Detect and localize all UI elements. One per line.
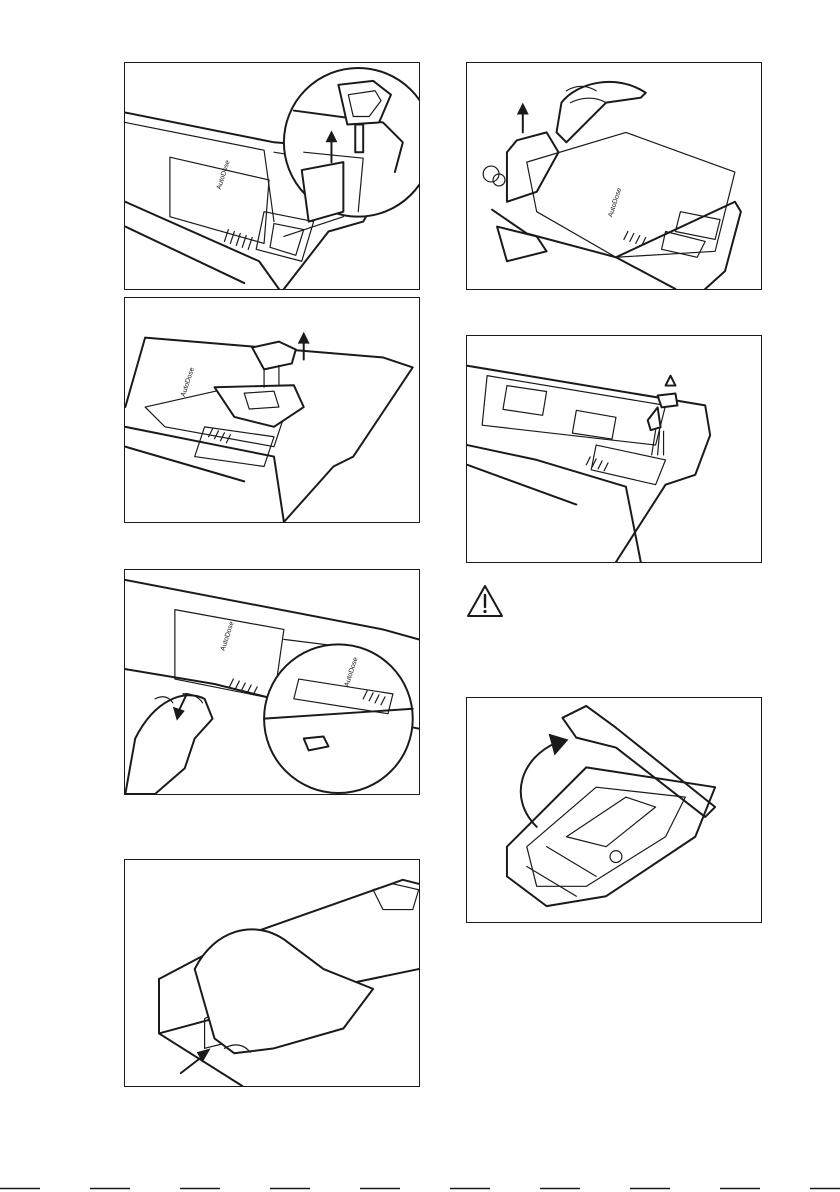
warning-triangle-icon [466, 584, 504, 618]
container-lid-open-illustration [467, 698, 761, 922]
illustration-reinsert-drawer [124, 859, 420, 1087]
arrow-right-icon [181, 1048, 211, 1073]
drawer-cup-lift-illustration: AutoDose [125, 298, 419, 522]
arrow-up-icon [517, 103, 529, 133]
autodose-logo: AutoDose [216, 159, 232, 190]
illustration-open-lid [466, 697, 762, 923]
autodose-logo: AutoDose [180, 367, 196, 398]
illustration-remove-dispenser-cup: AutoDose [124, 62, 420, 290]
arrow-up-icon [298, 332, 310, 360]
autodose-logo: AutoDose [607, 187, 623, 218]
illustration-rinse-under-tap [466, 335, 762, 563]
drawer-rinse-illustration [467, 336, 761, 562]
autodose-logo: AutoDose [220, 621, 236, 652]
illustration-release-catch: AutoDose AutoDose [124, 569, 420, 795]
hand-lifting-cover-illustration: AutoDose [467, 63, 761, 289]
illustration-lift-out-cup: AutoDose [124, 297, 420, 523]
arrow-curved-icon [521, 734, 569, 827]
drawer-with-zoom-illustration: AutoDose [125, 63, 419, 289]
illustration-lift-cover-by-hand: AutoDose [466, 62, 762, 290]
page-crop-rule [0, 1187, 840, 1190]
drawer-release-catch-illustration: AutoDose AutoDose [125, 570, 419, 794]
drawer-insert-illustration [125, 860, 419, 1086]
